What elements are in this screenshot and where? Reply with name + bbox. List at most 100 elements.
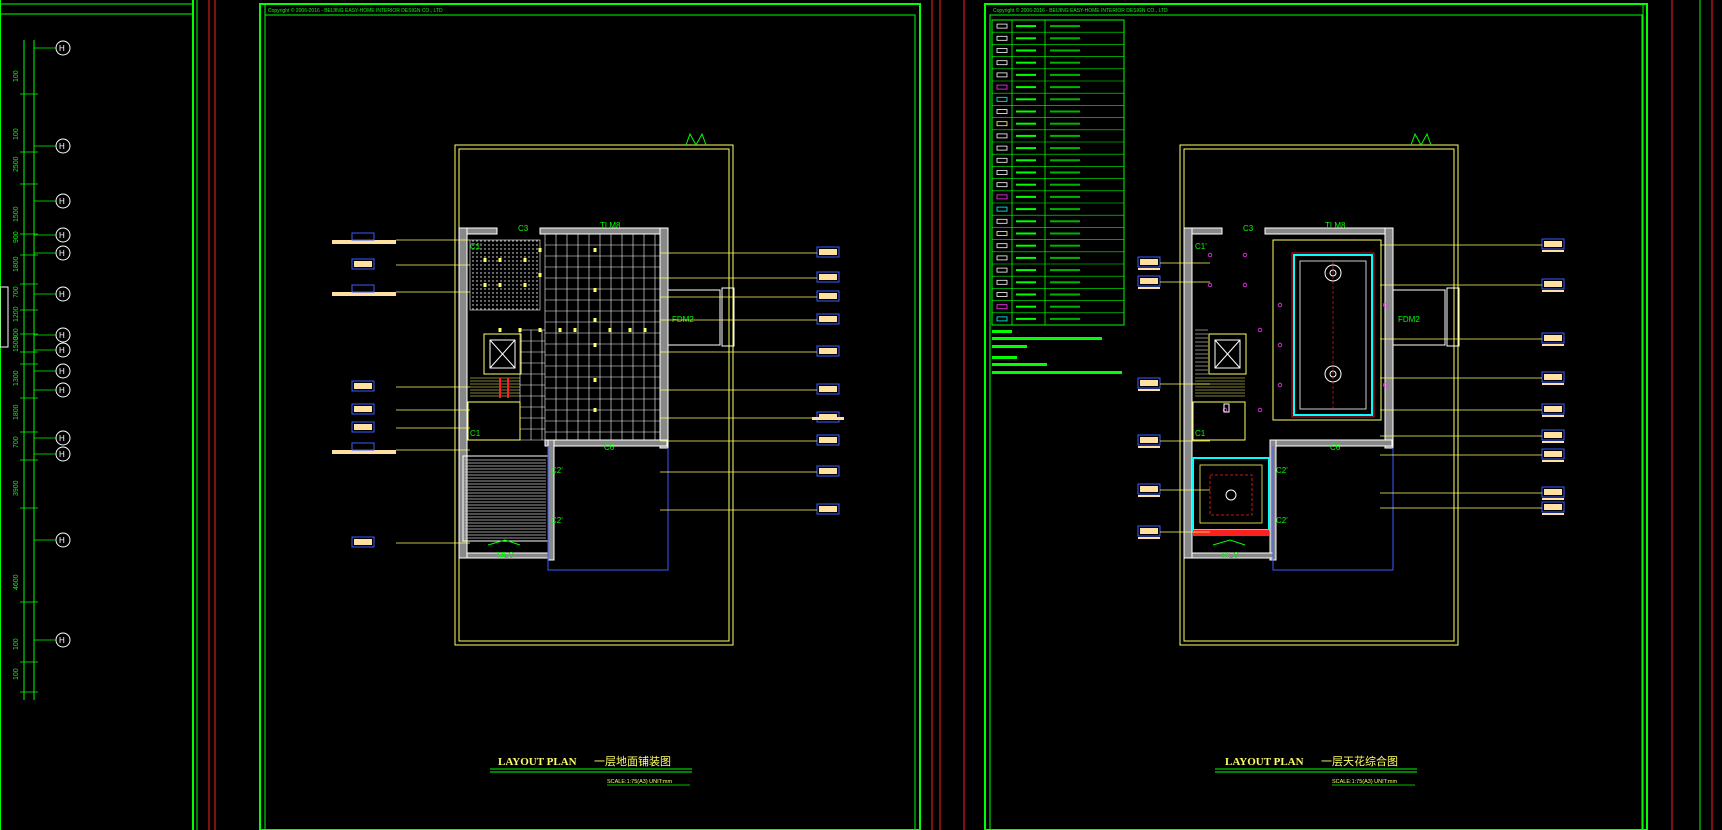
stair-box [1192,401,1246,441]
sheet1-label-c2-low: C2' [551,516,563,525]
legend-desc [1050,232,1080,235]
tag-fill [819,293,837,299]
sheet1-walls [458,227,669,561]
tag-fill [819,468,837,474]
legend-desc [1050,61,1080,64]
tag-frame [816,313,840,325]
tag-fill [1544,374,1562,380]
tag-bar [1542,460,1564,462]
tag-frame [1541,403,1565,415]
legend-desc [1050,183,1080,186]
sheet2-label-tlm8: TLM8 [1325,221,1346,230]
legend-name [1016,110,1036,113]
fixture-mark [483,258,487,262]
legend-symbol [996,182,1008,188]
tag-frame [351,403,375,415]
sheet1-label-c2-mid: C2' [551,466,563,475]
downlight [1257,407,1263,413]
legend-name [1016,73,1036,76]
axis-label: H [59,44,65,53]
tag-frame [816,465,840,477]
legend-name [1016,37,1036,40]
fixture-mark [523,258,527,262]
tag-bar [1138,446,1160,448]
tag-fill [819,316,837,322]
tag-bar [1542,383,1564,385]
tag-frame [816,271,840,283]
sheet2-label-c2-low: C2' [1276,516,1288,525]
legend-symbol [996,133,1008,139]
dim-text: 4600 [13,574,20,590]
tag-bar [1542,513,1564,515]
legend-name [1016,122,1036,125]
legend-desc [1050,244,1080,247]
tag-frame [1541,332,1565,344]
tag-fill [819,437,837,443]
legend-desc [1050,281,1080,284]
fixture-mark [498,328,502,332]
dim-text: 2500 [13,156,20,172]
sheet1-title-cn: 一层地面铺装图 [594,755,671,768]
dim-text: 100 [13,638,20,650]
fixture-mark [518,328,522,332]
tag-fill [354,406,372,412]
stair-box [467,401,521,441]
tag-fill [1140,437,1158,443]
dim-text: 1800 [13,404,20,420]
dim-text: 1800 [13,256,20,272]
tag-frame [816,503,840,515]
tag-frame [1541,448,1565,460]
tag-fill [1140,528,1158,534]
legend-symbol [996,145,1008,151]
legend-symbol [996,170,1008,175]
sheet-ceiling-layout: Copyright © 2006-2016 - BEIJING EASY-HOM… [984,0,1713,830]
tag-fill [354,261,372,267]
tag-bar [332,450,396,454]
downlight [1277,302,1283,308]
legend-name [1016,25,1036,28]
legend-symbol [996,23,1008,29]
legend-symbol [996,60,1008,66]
dim-text: 700 [13,286,20,298]
legend-desc [1050,195,1080,198]
sheet2-copyright: Copyright © 2006-2016 - BEIJING EASY-HOM… [993,7,1168,14]
sheet2-stairs [1192,329,1246,441]
legend-symbol [996,121,1008,127]
legend-symbol [996,206,1008,212]
tag-bar [1542,344,1564,346]
legend-name [1016,86,1036,89]
legend-symbol [996,109,1008,114]
legend-name [1016,232,1036,235]
sheet2-dining-ceiling [1192,457,1270,531]
legend-name [1016,159,1036,162]
axis-label: H [59,367,65,376]
legend-symbol [996,157,1008,163]
tag-frame [1541,486,1565,498]
tag-fill [1544,504,1562,510]
tag-frame [1137,275,1161,287]
legend-name [1016,269,1036,272]
fixture-mark [538,273,542,277]
dim-text: 700 [13,436,20,448]
legend-name [1016,147,1036,150]
legend-name [1016,317,1036,320]
downlight [1382,302,1388,308]
fixture-mark [643,328,647,332]
tag-fill [1544,281,1562,287]
legend-desc [1050,293,1080,296]
tag-frame [1137,377,1161,389]
legend-name [1016,98,1036,101]
tag-frame [351,536,375,548]
tag-fill [819,274,837,280]
fixture-mark [593,318,597,322]
sheet1-material-tags [332,232,844,548]
left-sheet: 1001002500150090018007001200300150013001… [0,0,216,830]
legend-desc [1050,147,1080,150]
dim-text: 300 [13,328,20,340]
dim-text: 100 [13,668,20,680]
tag-frame [816,290,840,302]
fixture-mark [628,328,632,332]
sheet1-label-fdm2: FDM2 [672,315,694,324]
